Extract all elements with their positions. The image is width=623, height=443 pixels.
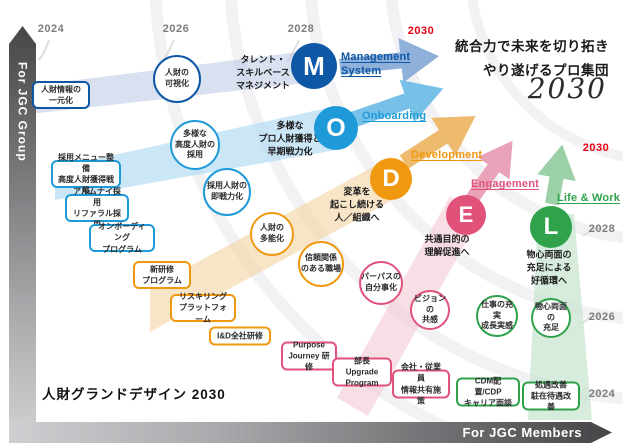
initiative-box: 採用メニュー整備 高度人財獲得戦略 (51, 153, 121, 195)
stream-label-life-work: Life & Work (557, 192, 621, 204)
stream-label-development: Development (411, 149, 483, 161)
year-top-2030: 2030 (407, 25, 435, 37)
initiative-box: リスキリング プラットフォーム (170, 292, 236, 324)
initiative-box: 人財情報の 一元化 (32, 81, 90, 109)
goal-text-onboarding: 多様な プロ人財獲得と 早期戦力化 (258, 120, 322, 157)
letter-circle-d: D (370, 158, 412, 200)
goal-text-management: タレント・ スキルベース マネジメント (235, 54, 290, 91)
initiative-box: Purpose Journey 研修 (281, 340, 337, 372)
diagram-title: 人財グランドデザイン 2030 (42, 387, 226, 402)
vision-title: 統合力で未来を切り拓き やり遂げるプロ集団 (455, 35, 609, 84)
stream-label-engagement: Engagement (471, 178, 540, 190)
year-right-2028: 2028 (588, 223, 616, 235)
year-top-2028: 2028 (287, 23, 315, 35)
year-right-2024: 2024 (588, 388, 616, 400)
letter-circle-o: O (314, 106, 358, 150)
goal-text-development: 変革を 起こし続ける 人／組織へ (329, 186, 384, 223)
left-axis-label: For JGC Group (15, 62, 30, 162)
onboarding-arrow (349, 79, 444, 128)
milestone-circle: パーパスの 自分事化 (359, 261, 403, 305)
goal-text-engagement: 共通目的の 理解促進へ (424, 233, 470, 257)
development-arrow (399, 115, 476, 169)
year-right-2026: 2026 (588, 311, 616, 323)
milestone-circle: ビジョンの 共感 (410, 290, 450, 330)
initiative-box: 処遇改善 駐在待遇改善 (522, 380, 580, 412)
initiative-box: アルムナイ採用 リファラル採用 (65, 187, 129, 229)
year-top-2024: 2024 (37, 23, 65, 35)
goal-text-life-work: 物心両面の 充足による 好循環へ (526, 249, 572, 286)
letter-circle-m: M (291, 43, 337, 89)
milestone-circle: 多様な 高度人財の 採用 (170, 120, 220, 170)
management-arrow (339, 38, 439, 83)
letter-circle-e: E (446, 195, 486, 235)
year-right-2030: 2030 (582, 142, 610, 154)
milestone-circle: 物心両面の 充足 (531, 298, 571, 338)
year-top-2026: 2026 (162, 23, 190, 35)
stream-label-management: Management System (341, 51, 411, 78)
initiative-box: I&D全社研修 (209, 326, 271, 346)
bottom-axis-label: For JGC Members (462, 425, 582, 440)
initiative-box: 会社・従業員 情報共有施策 (392, 363, 450, 405)
initiative-box: 新研修 プログラム (133, 261, 191, 289)
milestone-circle: 人財の 可視化 (153, 55, 201, 103)
vision-year-script: 2030 (527, 72, 607, 105)
bottom-axis-bar: For JGC Members (9, 422, 612, 443)
milestone-circle: 人財の 多能化 (250, 212, 294, 256)
engagement-arrow (466, 140, 513, 204)
initiative-box: オンボーディング プログラム (89, 222, 155, 254)
milestone-circle: 信頼関係 のある職場 (298, 241, 344, 287)
life-work-arrow (537, 144, 576, 206)
milestone-circle: 仕事の充実 成長実感 (476, 295, 518, 337)
initiative-box: CDM配置/CDP キャリア面談 (456, 376, 520, 408)
initiative-box: 部長 Upgrade Program (332, 356, 392, 388)
left-axis-bar: For JGC Group (9, 26, 36, 425)
stream-label-onboarding: Onboarding (362, 110, 427, 122)
vision-title-line2: やり遂げるプロ集団 (483, 63, 609, 79)
milestone-circle: 採用人財の 即戦力化 (203, 168, 251, 216)
vision-title-line1: 統合力で未来を切り拓き (455, 39, 609, 54)
letter-circle-l: L (530, 206, 572, 248)
